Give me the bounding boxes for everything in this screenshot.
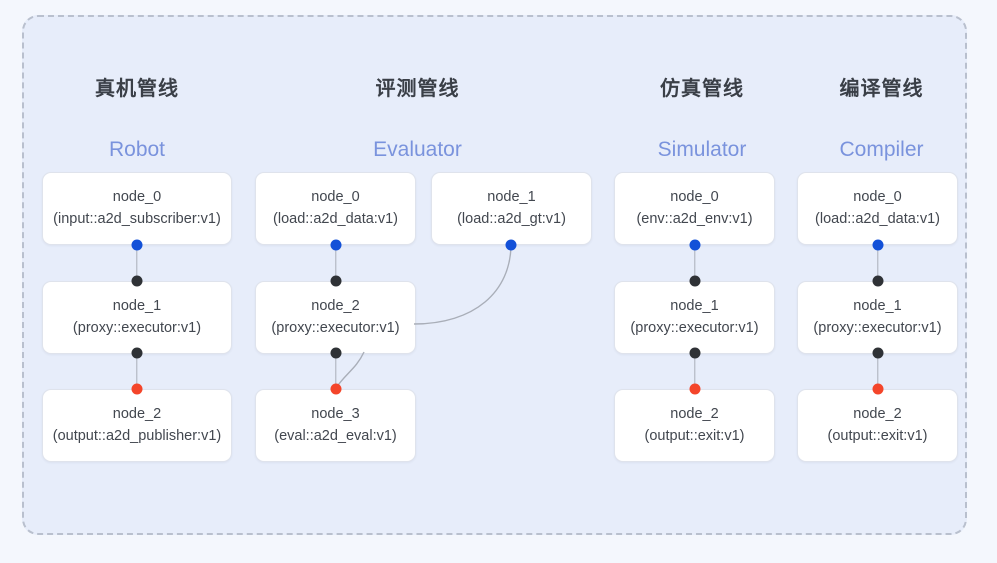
node-spec: (env::a2d_env:v1) (636, 210, 753, 227)
port-output-compiler-0[interactable] (872, 239, 884, 251)
pipeline-frame-dashed-container: 真机管线 Robot node_0 (input::a2d_subscriber… (22, 15, 967, 535)
column-title-evaluator: 评测管线 (375, 78, 460, 100)
curve-gt-to-executor (413, 243, 512, 325)
port-input-evaluator-3[interactable] (330, 383, 342, 395)
column-subtitle-simulator: Simulator (657, 138, 747, 161)
port-output-robot-0[interactable] (131, 239, 143, 251)
node-simulator-0[interactable]: node_0 (env::a2d_env:v1) (614, 172, 775, 245)
column-subtitle-evaluator: Evaluator (373, 138, 462, 161)
port-input-evaluator-2[interactable] (330, 275, 342, 287)
node-robot-0[interactable]: node_0 (input::a2d_subscriber:v1) (42, 172, 232, 245)
port-input-simulator-1[interactable] (689, 275, 701, 287)
edge-robot-0-to-1 (136, 245, 138, 281)
node-name: node_2 (670, 406, 719, 423)
node-robot-2[interactable]: node_2 (output::a2d_publisher:v1) (42, 389, 232, 462)
edge-compiler-0-to-1 (877, 245, 879, 281)
node-spec: (proxy::executor:v1) (271, 319, 400, 336)
node-name: node_0 (311, 189, 360, 206)
node-name: node_1 (487, 189, 536, 206)
edge-evaluator-0-to-2 (335, 245, 337, 281)
node-name: node_0 (112, 189, 162, 206)
port-input-robot-2[interactable] (131, 383, 143, 395)
pipeline-column-simulator: 仿真管线 Simulator node_0 (env::a2d_env:v1) … (610, 17, 794, 533)
port-output-compiler-1[interactable] (872, 347, 884, 359)
node-evaluator-1[interactable]: node_1 (load::a2d_gt:v1) (431, 172, 592, 245)
node-name: node_0 (853, 189, 902, 206)
edge-compiler-1-to-2 (877, 353, 879, 389)
port-output-simulator-0[interactable] (689, 239, 701, 251)
node-spec: (load::a2d_gt:v1) (457, 210, 566, 227)
node-spec: (input::a2d_subscriber:v1) (53, 210, 221, 227)
column-subtitle-robot: Robot (108, 138, 166, 161)
port-output-evaluator-2[interactable] (330, 347, 342, 359)
pipeline-column-evaluator: 评测管线 Evaluator node_0 (load::a2d_data:v1… (250, 17, 610, 533)
node-compiler-2[interactable]: node_2 (output::exit:v1) (797, 389, 958, 462)
node-spec: (load::a2d_data:v1) (815, 210, 940, 227)
port-input-compiler-2[interactable] (872, 383, 884, 395)
node-spec: (proxy::executor:v1) (813, 319, 942, 336)
port-output-evaluator-0[interactable] (330, 239, 342, 251)
edge-evaluator-2-to-3 (335, 353, 337, 389)
node-spec: (output::exit:v1) (827, 427, 928, 444)
node-name: node_1 (670, 298, 719, 315)
node-spec: (output::a2d_publisher:v1) (52, 427, 222, 444)
node-evaluator-0[interactable]: node_0 (load::a2d_data:v1) (255, 172, 416, 245)
node-name: node_1 (112, 298, 162, 315)
port-input-simulator-2[interactable] (689, 383, 701, 395)
node-compiler-1[interactable]: node_1 (proxy::executor:v1) (797, 281, 958, 354)
node-name: node_2 (311, 298, 360, 315)
node-name: node_0 (670, 189, 719, 206)
edge-simulator-0-to-1 (694, 245, 696, 281)
node-name: node_3 (311, 406, 360, 423)
node-spec: (output::exit:v1) (644, 427, 745, 444)
port-input-compiler-1[interactable] (872, 275, 884, 287)
column-title-compiler: 编译管线 (839, 78, 924, 100)
port-output-robot-1[interactable] (131, 347, 143, 359)
port-input-robot-1[interactable] (131, 275, 143, 287)
pipeline-column-compiler: 编译管线 Compiler node_0 (load::a2d_data:v1)… (794, 17, 969, 533)
curved-edges-group (335, 243, 512, 389)
column-title-robot: 真机管线 (95, 78, 179, 100)
node-compiler-0[interactable]: node_0 (load::a2d_data:v1) (797, 172, 958, 245)
column-title-simulator: 仿真管线 (660, 78, 744, 100)
node-simulator-1[interactable]: node_1 (proxy::executor:v1) (614, 281, 775, 354)
edge-simulator-1-to-2 (694, 353, 696, 389)
edge-robot-1-to-2 (136, 353, 138, 389)
node-spec: (load::a2d_data:v1) (273, 210, 398, 227)
node-name: node_1 (853, 298, 902, 315)
curve-executor-to-eval (335, 351, 365, 389)
port-output-simulator-1[interactable] (689, 347, 701, 359)
node-name: node_2 (112, 406, 162, 423)
node-robot-1[interactable]: node_1 (proxy::executor:v1) (42, 281, 232, 354)
node-simulator-2[interactable]: node_2 (output::exit:v1) (614, 389, 775, 462)
pipeline-column-robot: 真机管线 Robot node_0 (input::a2d_subscriber… (24, 17, 250, 533)
port-output-evaluator-1[interactable] (505, 239, 517, 251)
node-spec: (proxy::executor:v1) (72, 319, 202, 336)
node-spec: (eval::a2d_eval:v1) (274, 427, 397, 444)
node-spec: (proxy::executor:v1) (630, 319, 759, 336)
column-subtitle-compiler: Compiler (839, 138, 924, 161)
node-name: node_2 (853, 406, 902, 423)
